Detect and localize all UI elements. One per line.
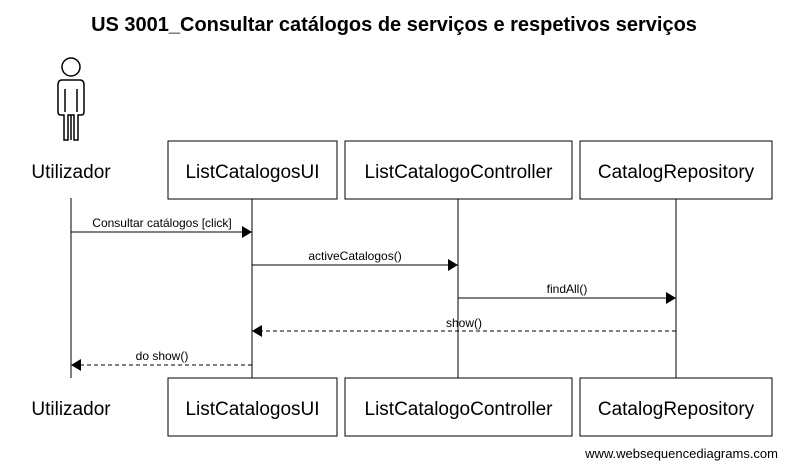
participant-box-top-listcatalogosui: [167, 140, 338, 200]
participant-label-bottom-catalogrepository: CatalogRepository: [598, 399, 755, 420]
participant-box-top-listcatalogocontroller: [344, 140, 573, 200]
participant-label-top-catalogrepository: CatalogRepository: [598, 162, 755, 183]
participant-label-top-listcatalogocontroller: ListCatalogoController: [365, 162, 554, 183]
message-label-4: show(): [446, 316, 482, 330]
stick-figure-actor-icon: [57, 57, 85, 141]
participant-label-bottom-listcatalogocontroller: ListCatalogoController: [365, 399, 554, 420]
participant-box-bottom-catalogrepository: [579, 377, 773, 437]
participant-label-bottom-listcatalogosui: ListCatalogosUI: [185, 399, 319, 420]
message-label-3: findAll(): [547, 282, 588, 296]
actor-label-bottom: Utilizador: [31, 399, 111, 420]
message-label-5: do show(): [136, 349, 189, 363]
participant-box-bottom-listcatalogocontroller: [344, 377, 573, 437]
participant-box-top-catalogrepository: [579, 140, 773, 200]
watermark-link[interactable]: www.websequencediagrams.com: [584, 446, 778, 461]
message-label-2: activeCatalogos(): [308, 249, 401, 263]
participant-box-bottom-listcatalogosui: [167, 377, 338, 437]
participant-label-top-listcatalogosui: ListCatalogosUI: [185, 162, 319, 183]
diagram-title: US 3001_Consultar catálogos de serviços …: [91, 14, 697, 36]
actor-label-top: Utilizador: [31, 162, 111, 183]
message-label-1: Consultar catálogos [click]: [92, 216, 231, 230]
